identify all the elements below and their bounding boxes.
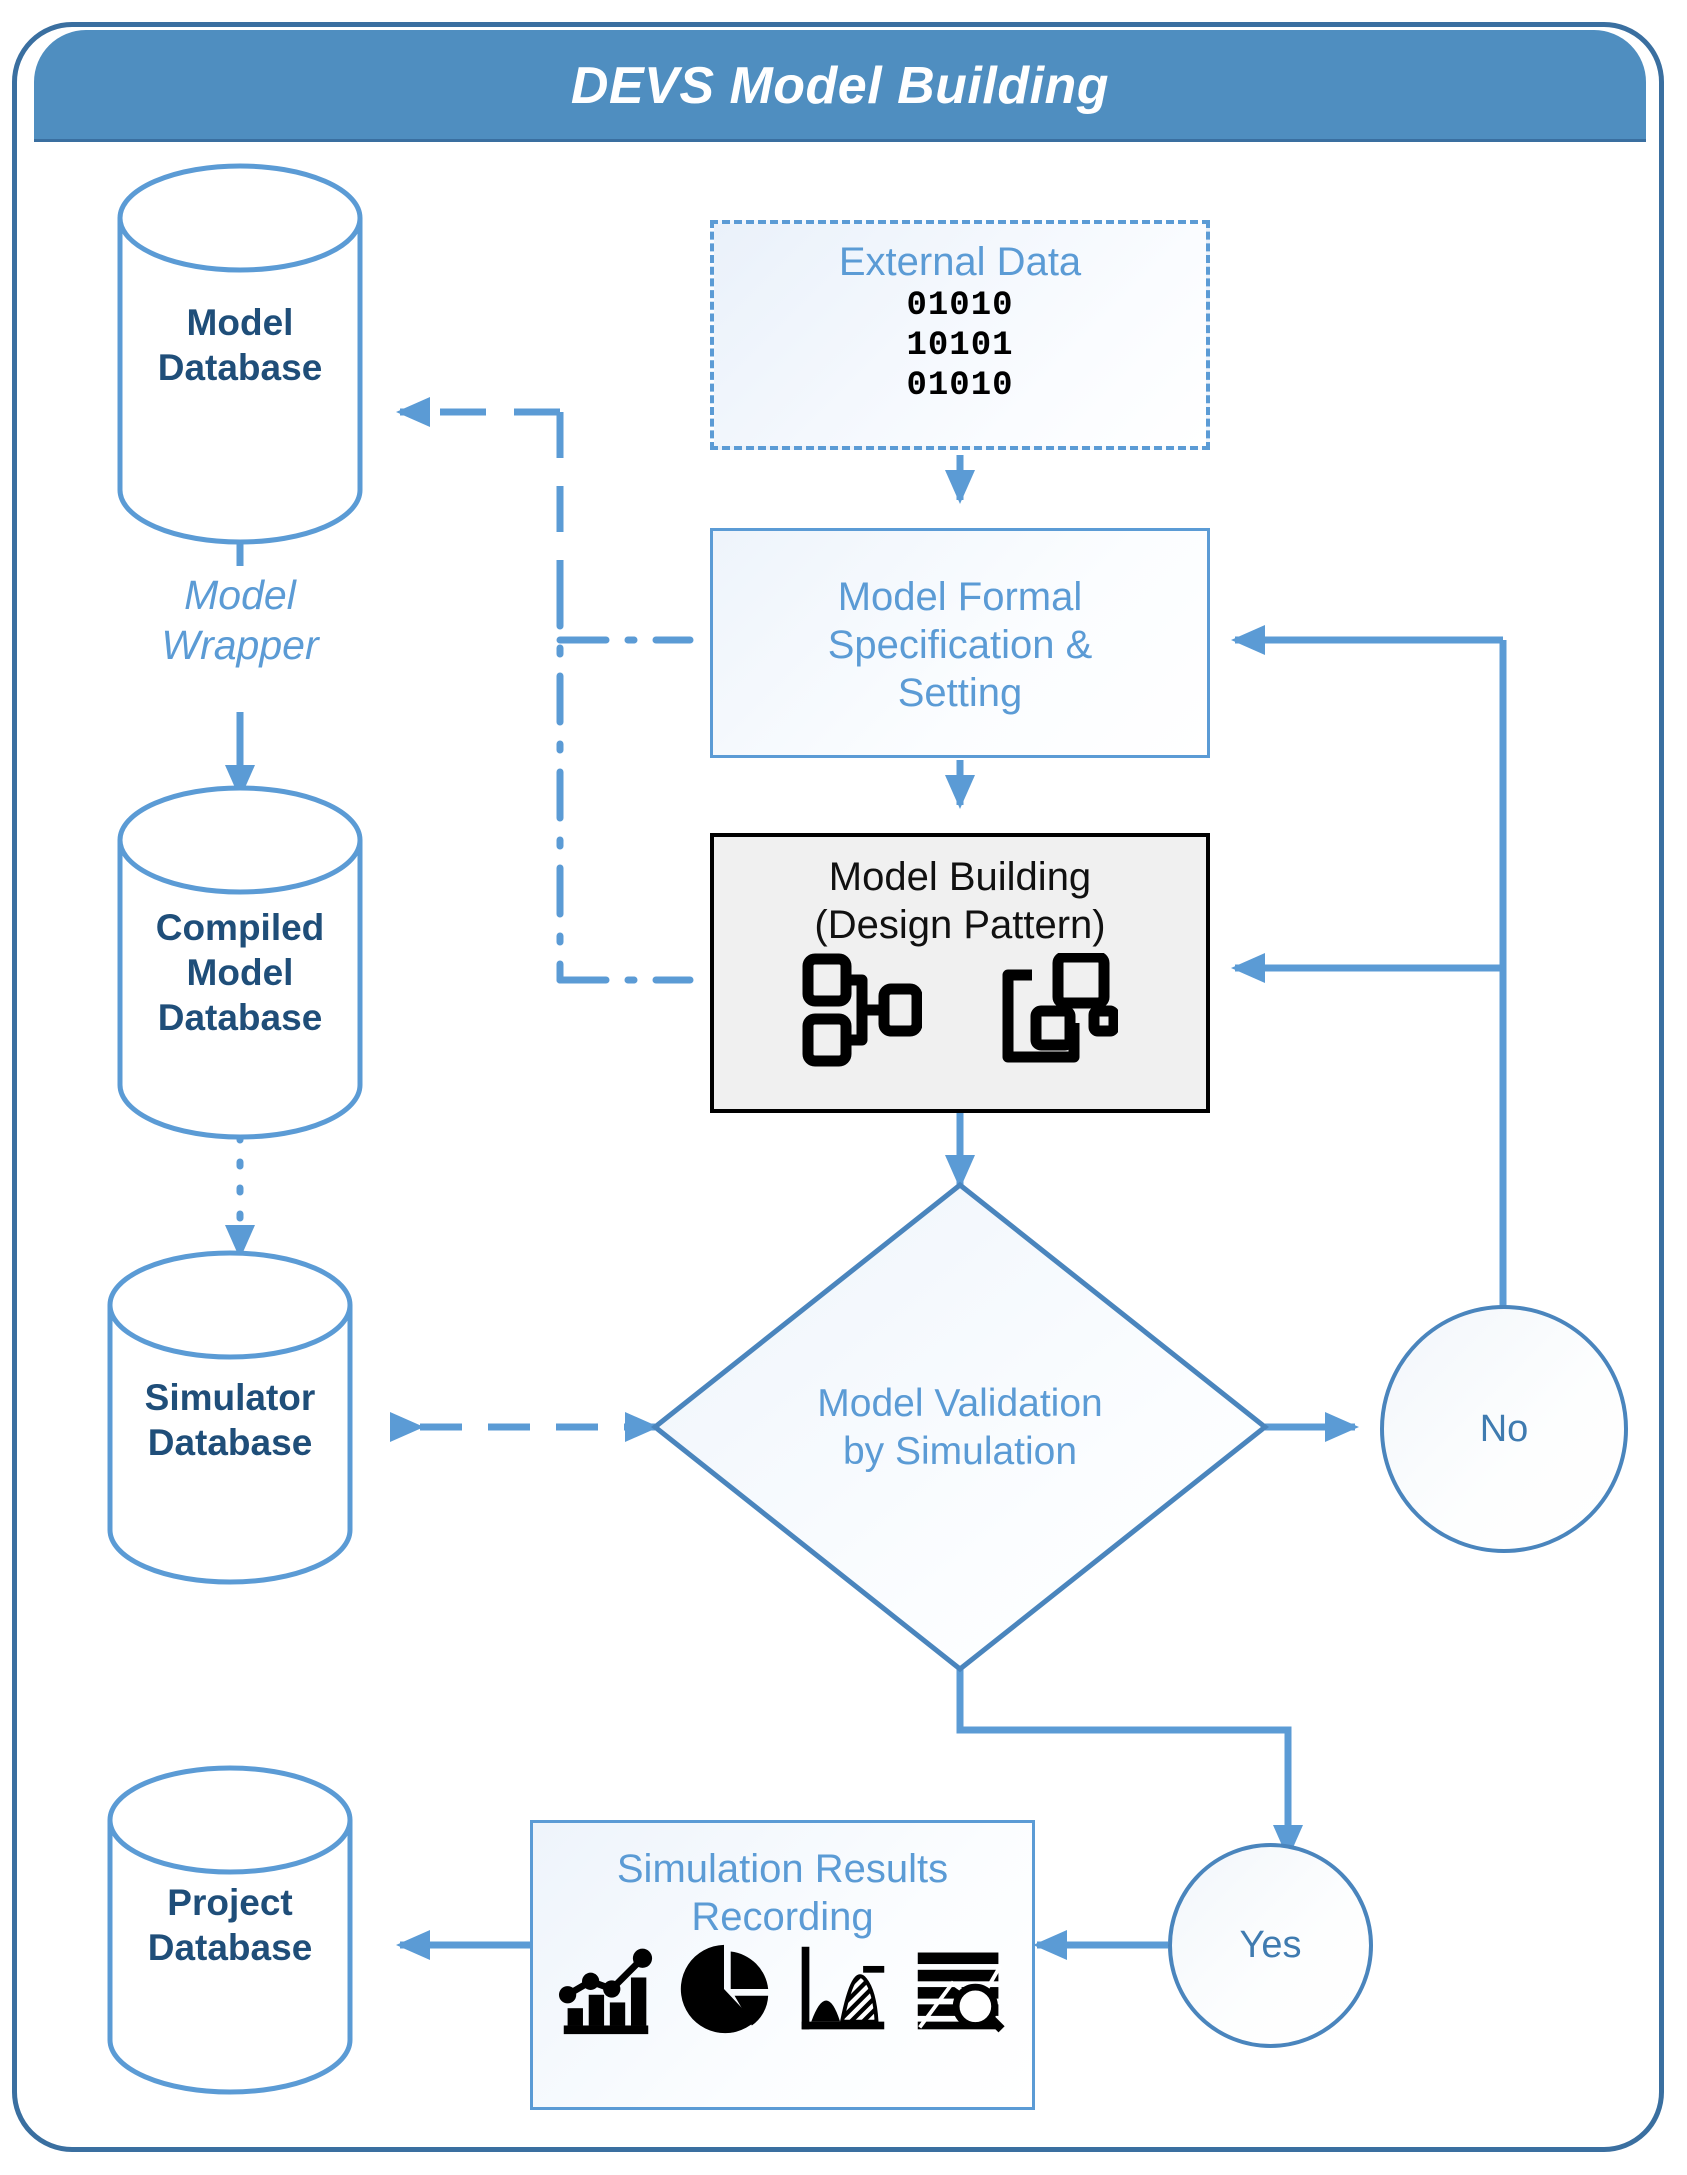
decision-no-circle[interactable]: No (1380, 1305, 1628, 1553)
hierarchy-tree-icon (802, 953, 923, 1076)
decision-yes-circle[interactable]: Yes (1168, 1843, 1373, 2048)
grouped-shapes-icon (998, 951, 1120, 1076)
model-formal-specification-label: Model Formal Specification & Setting (827, 575, 1093, 715)
binary-digits: 01010 10101 01010 (906, 287, 1014, 405)
model-validation-node[interactable] (655, 1185, 1265, 1669)
model-building-box[interactable]: Model Building (Design Pattern) (710, 833, 1210, 1113)
project-database[interactable]: Project Database (100, 1880, 360, 2010)
page-title: DEVS Model Building (570, 57, 1110, 115)
simulation-results-icons (533, 1941, 1032, 2042)
decision-yes-label: Yes (1239, 1924, 1302, 1966)
pie-chart-icon (676, 1941, 772, 2042)
title-bar: DEVS Model Building (34, 30, 1646, 142)
bar-line-chart-icon (558, 1941, 654, 2042)
simulator-database[interactable]: Simulator Database (100, 1375, 360, 1505)
compiled-model-database[interactable]: Compiled Model Database (110, 905, 370, 1085)
model-database-label: Model Database (157, 302, 323, 388)
model-building-label: Model Building (Design Pattern) (814, 855, 1106, 947)
model-wrapper-label: Model Wrapper (161, 572, 319, 668)
model-validation-label: Model Validation by Simulation (817, 1382, 1103, 1473)
model-formal-specification-box[interactable]: Model Formal Specification & Setting (710, 528, 1210, 758)
distribution-chart-icon (794, 1941, 890, 2042)
simulation-results-recording-box[interactable]: Simulation Results Recording (530, 1820, 1035, 2110)
simulation-results-recording-label: Simulation Results Recording (616, 1847, 949, 1939)
simulator-database-label: Simulator Database (144, 1377, 316, 1463)
decision-no-label: No (1479, 1407, 1529, 1450)
external-data-box[interactable]: External Data 01010 10101 01010 (710, 220, 1210, 450)
project-database-label: Project Database (147, 1882, 313, 1968)
table-search-icon (912, 1941, 1008, 2042)
model-database[interactable]: Model Database (120, 300, 360, 430)
model-building-icons (714, 951, 1206, 1076)
external-data-label: External Data (838, 240, 1082, 284)
compiled-model-database-label: Compiled Model Database (155, 907, 325, 1038)
